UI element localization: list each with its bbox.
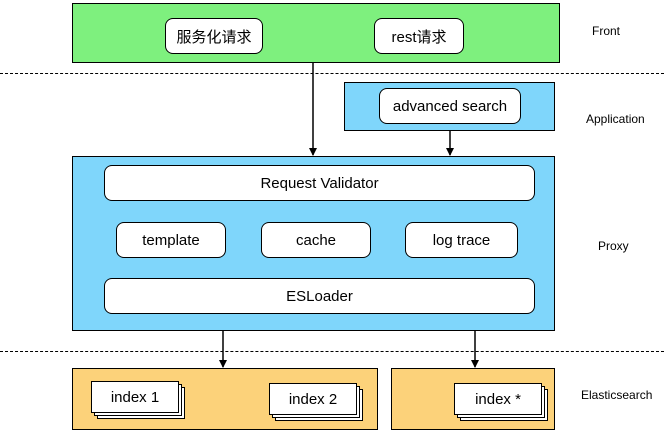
tier-label-application: Application [586,112,645,126]
log-trace-box: log trace [405,222,518,258]
index-2-box: index 2 [269,383,357,415]
index-1-box: index 1 [91,381,179,413]
tier-divider [0,73,664,74]
esloader-box: ESLoader [104,278,535,314]
template-box: template [116,222,226,258]
tier-label-proxy: Proxy [598,239,629,253]
index-star-box: index * [454,383,542,415]
tier-divider [0,351,664,352]
request-validator-box: Request Validator [104,165,535,201]
rest-request-box: rest请求 [374,18,464,54]
service-request-box: 服务化请求 [165,18,263,54]
tier-label-front: Front [592,24,621,38]
advanced-search-box: advanced search [379,88,521,124]
tier-label-elasticsearch: Elasticsearch [581,388,653,402]
front-layer [72,3,560,63]
cache-box: cache [261,222,371,258]
